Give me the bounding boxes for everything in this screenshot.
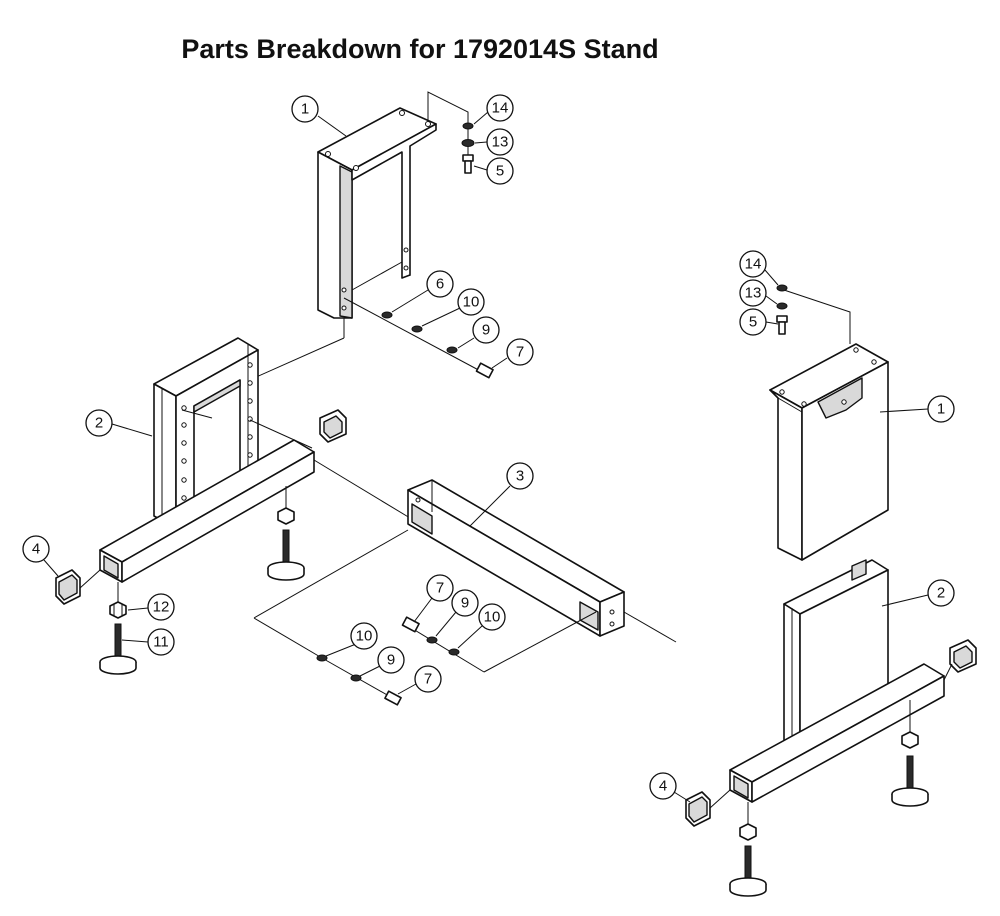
callout-label: 1 bbox=[937, 401, 945, 418]
callout-label: 10 bbox=[484, 609, 501, 626]
callout-label: 9 bbox=[387, 652, 395, 669]
callout-2-left: 2 bbox=[85, 409, 153, 437]
callout-label: 2 bbox=[937, 585, 945, 602]
callout-13-right: 13 bbox=[739, 279, 778, 307]
callout-6: 6 bbox=[391, 270, 454, 313]
callout-label: 7 bbox=[436, 580, 444, 597]
callout-label: 10 bbox=[356, 628, 373, 645]
callout-label: 13 bbox=[492, 134, 509, 151]
callout-5-right: 5 bbox=[739, 308, 779, 336]
left-leg-assembly bbox=[99, 337, 411, 583]
callout-label: 12 bbox=[153, 599, 170, 616]
callout-7-center: 7 bbox=[413, 574, 454, 623]
callout-label: 9 bbox=[461, 595, 469, 612]
callout-9-lower: 9 bbox=[359, 646, 405, 677]
callout-label: 1 bbox=[301, 101, 309, 118]
callout-label: 7 bbox=[516, 344, 524, 361]
callout-label: 6 bbox=[436, 276, 444, 293]
callout-11: 11 bbox=[121, 628, 175, 656]
callout-label: 7 bbox=[424, 671, 432, 688]
callout-9-upper: 9 bbox=[457, 316, 500, 349]
top-hardware-stack-left bbox=[427, 91, 475, 174]
callout-4-right: 4 bbox=[649, 772, 691, 803]
cross-beam bbox=[407, 479, 677, 643]
callout-14-right: 14 bbox=[739, 250, 779, 286]
callout-10-lower: 10 bbox=[325, 622, 378, 657]
callout-7-lower: 7 bbox=[397, 665, 442, 695]
callout-label: 5 bbox=[496, 163, 504, 180]
callout-4-left: 4 bbox=[22, 535, 59, 577]
right-upright-cover bbox=[769, 284, 889, 561]
right-leg-assembly bbox=[729, 559, 977, 897]
callout-label: 14 bbox=[745, 256, 762, 273]
callout-3: 3 bbox=[469, 462, 534, 527]
callout-label: 5 bbox=[749, 314, 757, 331]
side-hardware-line-left bbox=[181, 297, 494, 411]
callout-5-left: 5 bbox=[473, 157, 514, 185]
callout-14-left: 14 bbox=[473, 94, 514, 125]
callout-1-left: 1 bbox=[291, 95, 347, 137]
callout-label: 11 bbox=[153, 634, 169, 651]
callout-label: 3 bbox=[516, 468, 524, 485]
callout-9-center: 9 bbox=[435, 589, 479, 637]
callout-label: 4 bbox=[32, 541, 40, 558]
left-end-cap bbox=[55, 569, 101, 605]
callout-10-upper: 10 bbox=[421, 288, 485, 327]
callout-label: 9 bbox=[482, 322, 490, 339]
callout-label: 4 bbox=[659, 778, 667, 795]
center-hardware-lines bbox=[253, 529, 597, 706]
callout-label: 14 bbox=[492, 100, 509, 117]
callout-7-upper: 7 bbox=[491, 338, 534, 369]
left-upright-cover bbox=[317, 107, 437, 319]
callout-label: 10 bbox=[463, 294, 480, 311]
callout-2-right: 2 bbox=[881, 579, 955, 607]
callout-label: 13 bbox=[745, 285, 762, 302]
callout-13-left: 13 bbox=[474, 128, 514, 156]
callout-1-right: 1 bbox=[879, 395, 955, 423]
callout-10-center: 10 bbox=[457, 603, 506, 649]
callout-12: 12 bbox=[127, 593, 175, 621]
page-title: Parts Breakdown for 1792014S Stand bbox=[181, 34, 659, 64]
left-leveling-foot bbox=[99, 582, 137, 675]
right-end-cap bbox=[685, 789, 731, 827]
callout-label: 2 bbox=[95, 415, 103, 432]
